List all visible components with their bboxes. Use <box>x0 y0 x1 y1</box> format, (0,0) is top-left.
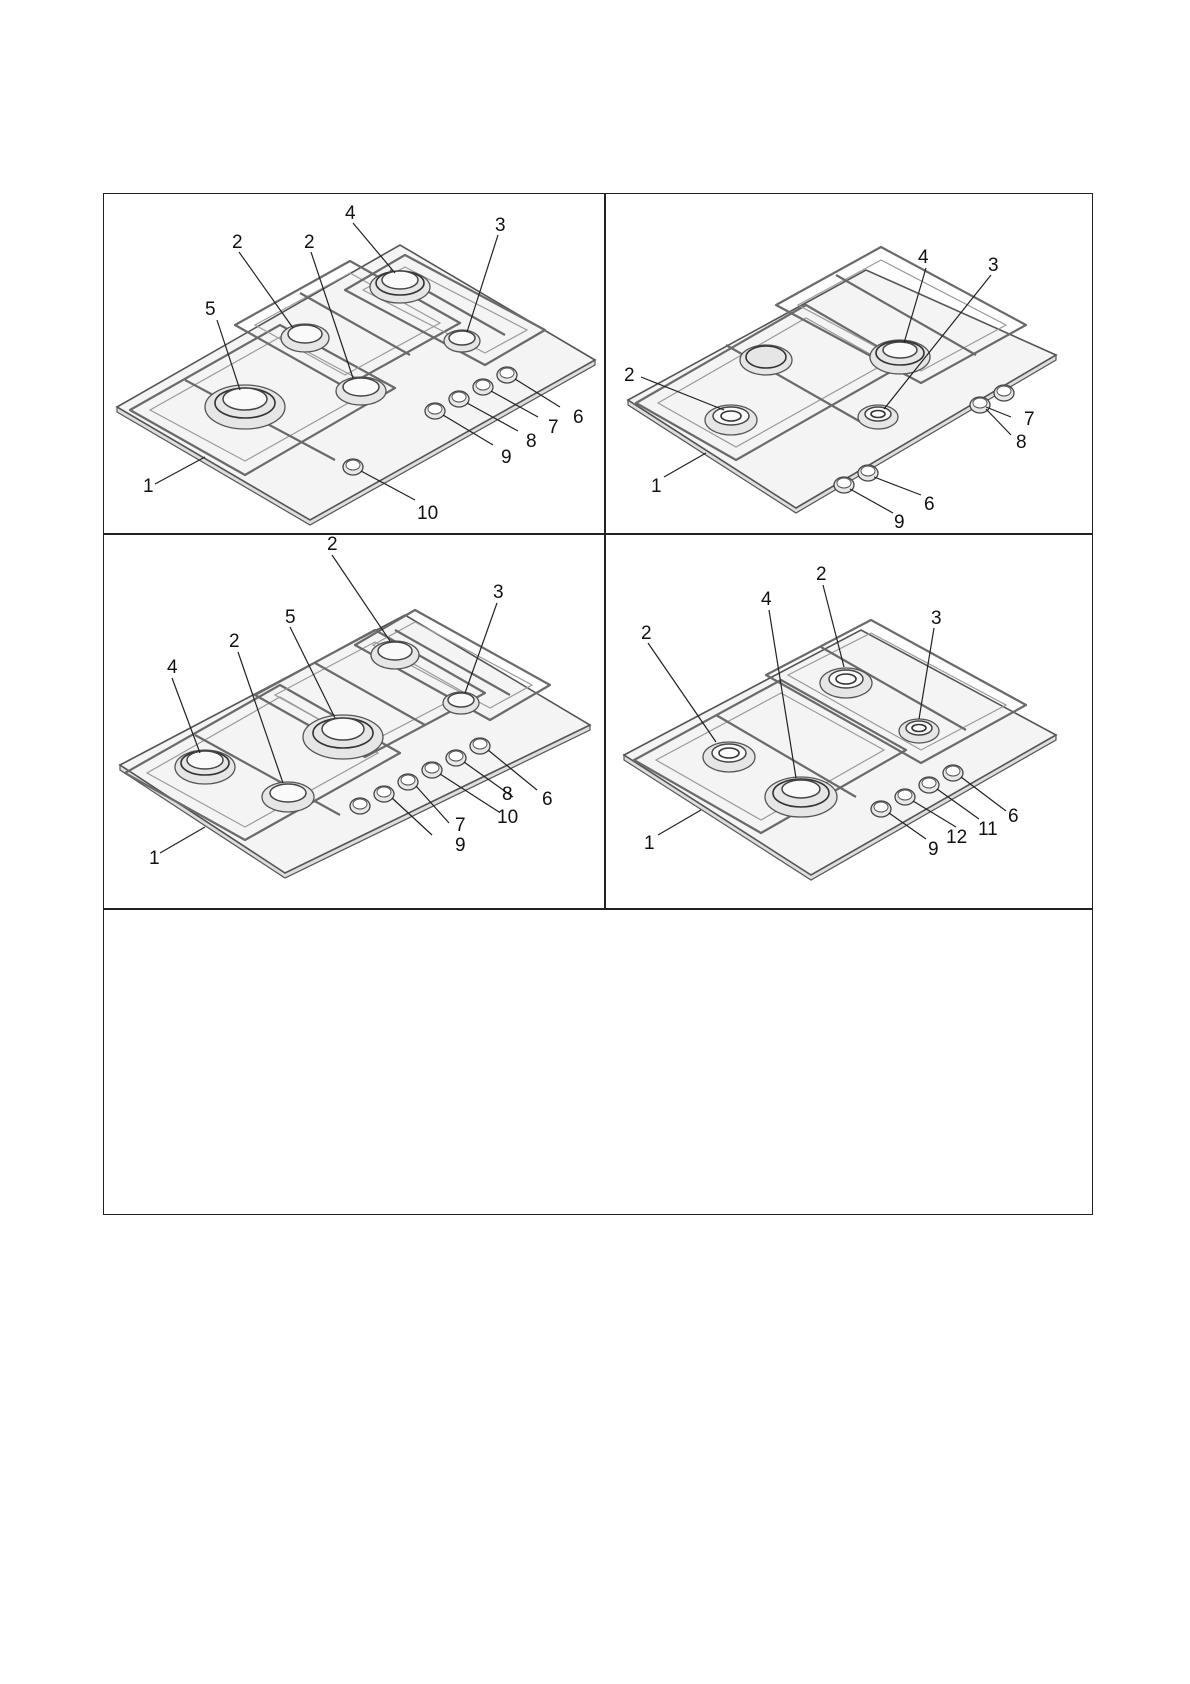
hob-diagram-bottom-left: 1 2 2 3 4 5 6 7 8 9 10 <box>105 534 603 907</box>
callout-label: 7 <box>1024 409 1035 430</box>
callout-label: 3 <box>931 608 942 629</box>
hob-drawing-1: 1 2 2 3 4 5 6 7 8 9 10 <box>115 203 597 526</box>
callout-label: 3 <box>988 255 999 276</box>
callout-label: 4 <box>345 203 356 224</box>
callout-label: 1 <box>644 833 655 854</box>
callout-label: 4 <box>167 657 178 678</box>
callout-label: 4 <box>918 247 929 268</box>
callout-label: 6 <box>542 789 553 810</box>
callout-label: 5 <box>285 607 296 628</box>
callout-label: 10 <box>497 807 518 828</box>
callout-label: 4 <box>761 589 772 610</box>
empty-caption-area <box>103 909 1093 1215</box>
callout-label: 5 <box>205 299 216 320</box>
callout-label: 10 <box>417 503 438 524</box>
callout-label: 7 <box>548 417 559 438</box>
callout-label: 2 <box>304 232 315 253</box>
hob-diagram-top-right: 1 2 3 4 6 7 8 9 <box>606 195 1092 533</box>
callout-label: 1 <box>651 476 662 497</box>
callout-label: 2 <box>641 623 652 644</box>
callout-label: 1 <box>143 476 154 497</box>
hob-drawing-2: 1 2 3 4 6 7 8 9 <box>624 245 1058 533</box>
callout-label: 8 <box>502 784 513 805</box>
callout-label: 8 <box>1016 432 1027 453</box>
callout-label: 2 <box>232 232 243 253</box>
callout-label: 9 <box>928 839 939 860</box>
callout-label: 6 <box>573 407 584 428</box>
panel-divider-bottom <box>103 908 1093 910</box>
callout-label: 2 <box>327 534 338 555</box>
callout-label: 9 <box>455 835 466 856</box>
callout-label: 7 <box>455 815 466 836</box>
callout-label: 2 <box>624 365 635 386</box>
callout-label: 9 <box>501 447 512 468</box>
figure-frame <box>103 193 1093 1215</box>
panel-divider-vertical <box>604 193 606 909</box>
hob-drawing-4: 1 2 2 3 4 6 9 11 12 <box>622 564 1058 881</box>
callout-label: 9 <box>894 512 905 533</box>
callout-label: 1 <box>149 848 160 869</box>
callout-label: 3 <box>495 215 506 236</box>
callout-label: 8 <box>526 431 537 452</box>
callout-label: 6 <box>1008 806 1019 827</box>
callout-label: 2 <box>229 631 240 652</box>
panel-divider-middle <box>103 533 1093 535</box>
hob-drawing-3: 1 2 2 3 4 5 6 7 8 9 10 <box>118 534 592 879</box>
callout-label: 11 <box>978 819 998 840</box>
callout-label: 6 <box>924 494 935 515</box>
hob-diagram-top-left: 1 2 2 3 4 5 6 7 8 9 10 <box>105 195 603 532</box>
callout-label: 12 <box>946 827 967 848</box>
hob-diagram-bottom-right: 1 2 2 3 4 6 9 11 12 <box>606 535 1092 907</box>
callout-label: 3 <box>493 582 504 603</box>
callout-label: 2 <box>816 564 827 585</box>
